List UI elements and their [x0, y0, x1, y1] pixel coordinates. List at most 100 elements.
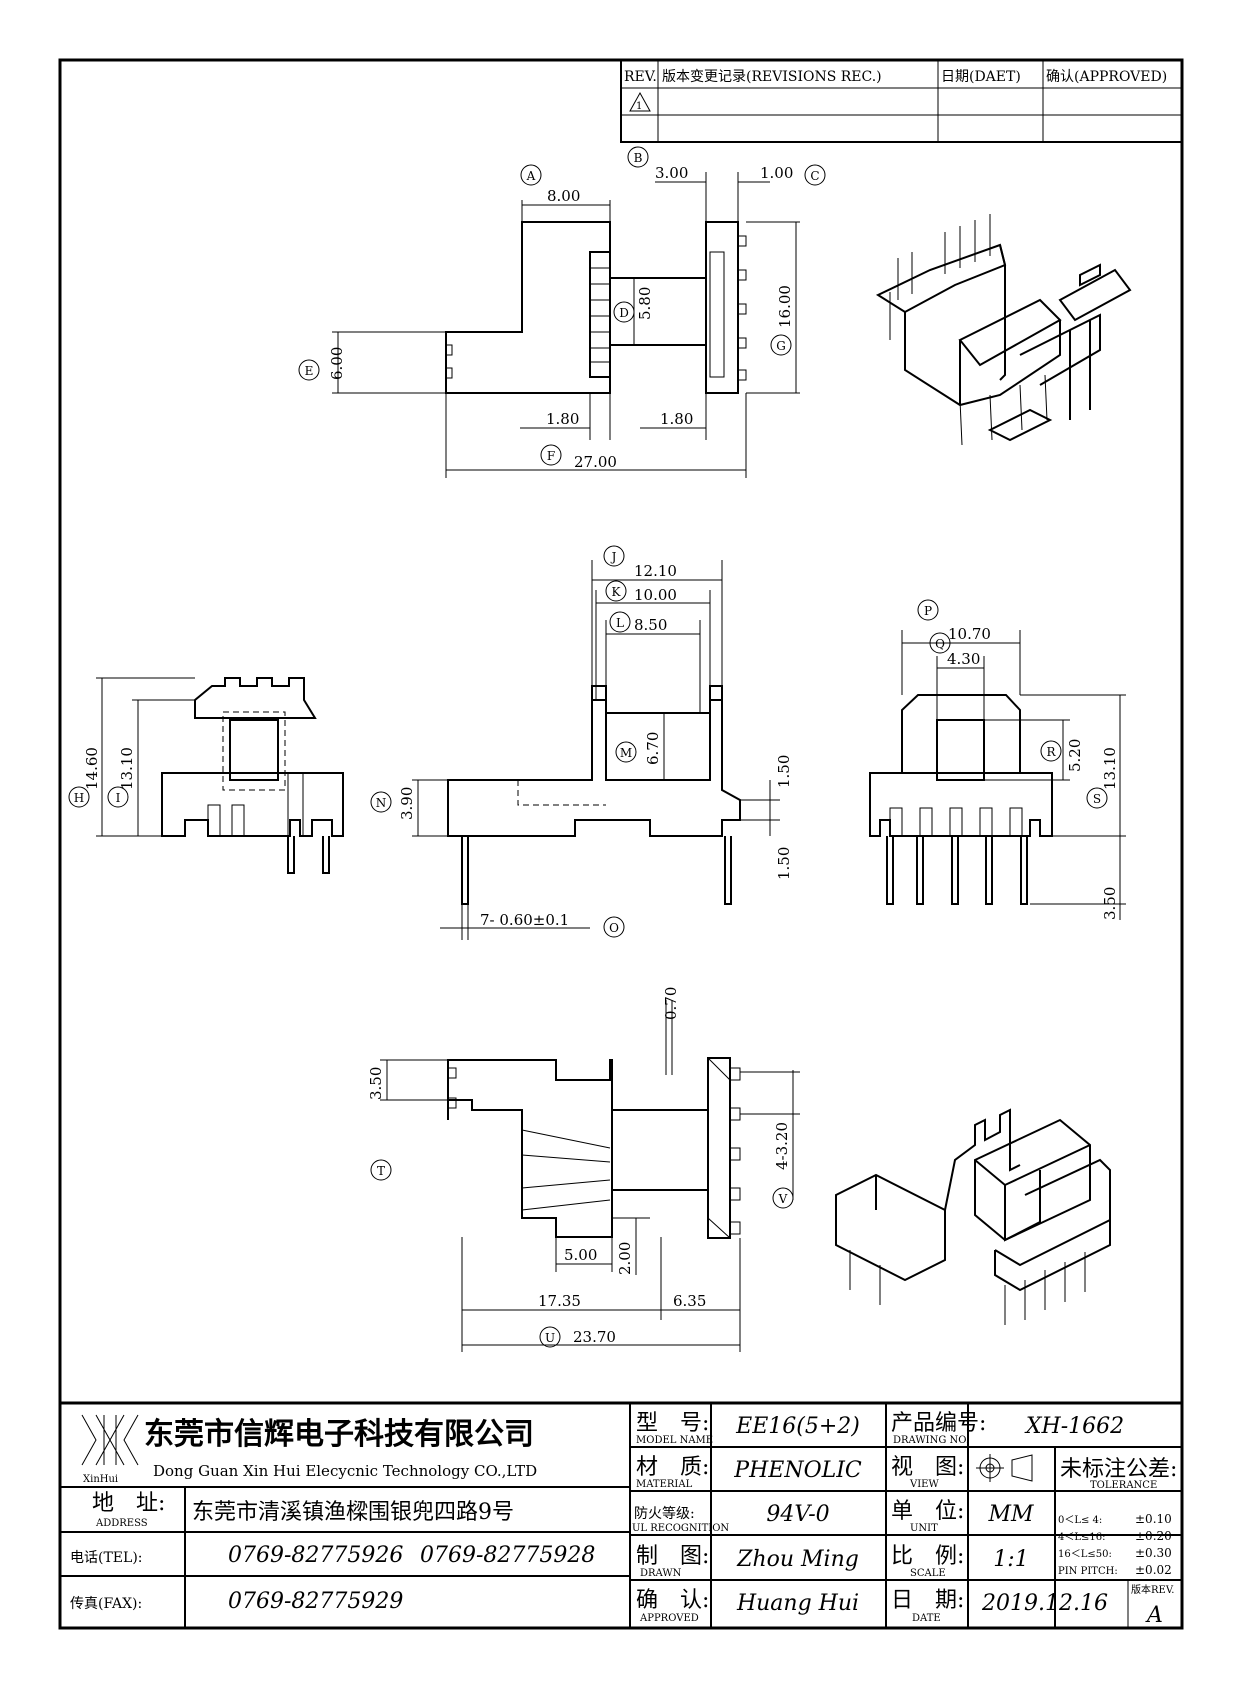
revisions-header: 版本变更记录(REVISIONS REC.) [662, 69, 882, 85]
callout-M: M [615, 741, 637, 763]
title-block: XinHui 东莞市信辉电子科技有限公司 Dong Guan Xin Hui E… [58, 1401, 1184, 1630]
svg-text:8.50: 8.50 [634, 616, 667, 634]
svg-text:23.70: 23.70 [573, 1328, 616, 1346]
svg-text:6.70: 6.70 [644, 732, 662, 765]
revision-letter: A [1145, 1603, 1163, 1628]
bottom-view [380, 1000, 800, 1352]
svg-text:F: F [547, 449, 555, 463]
callout-A: A [520, 164, 542, 186]
svg-text:3.90: 3.90 [398, 787, 416, 820]
svg-text:±0.30: ±0.30 [1135, 1546, 1172, 1560]
svg-text:13.10: 13.10 [1101, 747, 1119, 790]
svg-text:C: C [810, 169, 819, 183]
svg-text:14.60: 14.60 [83, 747, 101, 790]
tel-1: 0769-82775926 [228, 1543, 403, 1568]
front-view-right-dimensions: 10.70 4.30 5.20 13.10 3.50 [947, 625, 1119, 920]
tel-label: 电话(TEL): [70, 1550, 143, 1566]
svg-text:3.50: 3.50 [367, 1067, 385, 1100]
svg-text:MODEL NAME: MODEL NAME [636, 1435, 713, 1446]
svg-text:7- 0.60±0.1: 7- 0.60±0.1 [480, 911, 569, 929]
model-value: EE16(5+2) [735, 1414, 860, 1439]
callout-N: N [370, 791, 392, 813]
svg-text:XinHui: XinHui [83, 1474, 118, 1485]
svg-text:UL RECOGNITION: UL RECOGNITION [632, 1523, 729, 1534]
svg-text:1.00: 1.00 [760, 164, 793, 182]
svg-text:D: D [619, 306, 629, 320]
svg-text:L: L [616, 616, 624, 630]
revision-number: 1 [636, 101, 642, 112]
svg-text:6.35: 6.35 [673, 1292, 706, 1310]
company-logo: XinHui [81, 1414, 139, 1485]
svg-text:I: I [116, 791, 121, 805]
svg-text:P: P [924, 604, 932, 618]
callout-F: F [540, 444, 562, 466]
bottom-view-dimensions: 3.50 0.70 4-3.20 5.00 2.00 17.35 6.35 23… [367, 987, 791, 1346]
svg-text:单 位:: 单 位: [891, 1499, 964, 1524]
plan-view-dimensions: 8.00 3.00 1.00 5.80 16.00 6.00 1.80 1.80… [328, 164, 794, 471]
svg-text:4-3.20: 4-3.20 [773, 1122, 791, 1170]
svg-text:±0.10: ±0.10 [1135, 1512, 1172, 1526]
unit-value: MM [987, 1502, 1034, 1527]
callout-I: I [107, 786, 129, 808]
svg-text:DATE: DATE [912, 1613, 941, 1624]
projection-symbol-icon [976, 1454, 1033, 1482]
callout-O: O [603, 916, 625, 938]
svg-text:确 认:: 确 认: [636, 1588, 709, 1613]
plan-view-top [332, 172, 800, 478]
svg-text:ADDRESS: ADDRESS [95, 1518, 148, 1529]
svg-text:J: J [610, 550, 617, 564]
svg-text:1.80: 1.80 [546, 410, 579, 428]
svg-text:10.70: 10.70 [948, 625, 991, 643]
date-header: 日期(DAET) [941, 69, 1021, 85]
callout-D: D [613, 301, 635, 323]
svg-text:10.00: 10.00 [634, 586, 677, 604]
svg-text:制 图:: 制 图: [636, 1544, 709, 1569]
fax-label: 传真(FAX): [70, 1596, 142, 1612]
svg-text:H: H [74, 791, 84, 805]
sheet-frame [58, 58, 1184, 1630]
side-view-middle [412, 560, 780, 940]
svg-text:5.00: 5.00 [564, 1246, 597, 1264]
address-value: 东莞市清溪镇渔樑围银兜四路9号 [192, 1500, 514, 1525]
svg-text:SCALE: SCALE [910, 1568, 946, 1579]
svg-text:K: K [612, 585, 622, 599]
svg-text:5.80: 5.80 [636, 287, 654, 320]
svg-text:产品编号:: 产品编号: [891, 1411, 986, 1436]
callout-S: S [1086, 787, 1108, 809]
company-name-en: Dong Guan Xin Hui Elecycnic Technology C… [153, 1462, 537, 1480]
svg-text:R: R [1046, 745, 1056, 759]
svg-text:APPROVED: APPROVED [639, 1613, 699, 1624]
callout-Q: Q [929, 632, 951, 654]
svg-text:13.10: 13.10 [118, 747, 136, 790]
svg-text:4＜L≤16:: 4＜L≤16: [1058, 1532, 1105, 1543]
svg-text:6.00: 6.00 [328, 347, 346, 380]
callout-H: H [68, 786, 90, 808]
svg-text:O: O [609, 921, 619, 935]
svg-text:V: V [778, 1192, 788, 1206]
callout-markers: A B C D E F G H I J K L M N O P Q R S T … [68, 146, 1108, 1348]
front-view-left [96, 677, 344, 874]
svg-text:0.70: 0.70 [662, 987, 680, 1020]
svg-text:DRAWING NO.: DRAWING NO. [893, 1435, 969, 1446]
company-name-cn: 东莞市信辉电子科技有限公司 [144, 1417, 534, 1452]
svg-text:0＜L≤ 4:: 0＜L≤ 4: [1058, 1515, 1102, 1526]
svg-text:8.00: 8.00 [547, 187, 580, 205]
date-value: 2019.12.16 [981, 1591, 1108, 1616]
svg-text:S: S [1093, 792, 1101, 806]
front-view-left-dimensions: 14.60 13.10 [83, 747, 136, 790]
svg-text:T: T [377, 1164, 385, 1178]
tel-2: 0769-82775928 [420, 1543, 595, 1568]
svg-text:17.35: 17.35 [538, 1292, 581, 1310]
callout-G: G [770, 334, 792, 356]
callout-P: P [917, 599, 939, 621]
scale-value: 1:1 [993, 1547, 1028, 1572]
ul-value: 94V-0 [766, 1502, 829, 1527]
svg-text:材 质:: 材 质: [636, 1455, 709, 1480]
approved-header: 确认(APPROVED) [1046, 69, 1167, 85]
svg-text:TOLERANCE: TOLERANCE [1090, 1480, 1157, 1491]
svg-text:M: M [620, 746, 632, 760]
callout-C: C [804, 164, 826, 186]
rev-header: REV. [624, 69, 657, 85]
svg-text:Q: Q [935, 637, 945, 651]
svg-text:1.50: 1.50 [775, 755, 793, 788]
